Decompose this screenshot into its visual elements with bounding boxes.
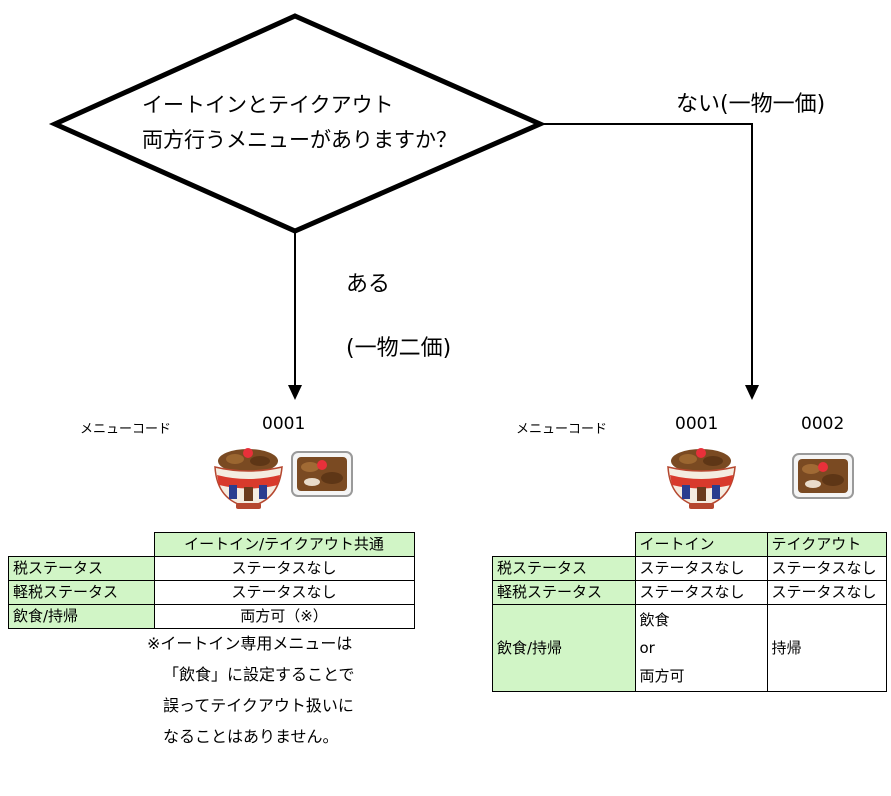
table-header-takeout: テイクアウト	[766, 532, 887, 557]
branch-yes-label-2: (一物二価)	[346, 336, 452, 361]
cell-value: ステータスなし	[766, 556, 887, 581]
row-label: 税ステータス	[8, 556, 155, 581]
footnote-line: なることはありません。	[163, 727, 339, 746]
table-row: 飲食/持帰 両方可（※）	[8, 604, 415, 629]
footnote: ※イートイン専用メニューは 「飲食」に設定することで 誤ってテイクアウト扱いに …	[147, 628, 355, 752]
connector-no	[540, 123, 753, 386]
table-header-eatin: イートイン	[634, 532, 768, 557]
row-label: 軽税ステータス	[492, 580, 636, 605]
row-label: 税ステータス	[492, 556, 636, 581]
table-row: 軽税ステータス ステータスなし ステータスなし	[492, 580, 887, 605]
cell-value: 両方可（※）	[153, 604, 415, 629]
arrowhead-yes	[288, 385, 302, 400]
right-menu-code-label: メニューコード	[516, 422, 608, 437]
table-row: イートイン テイクアウト	[493, 532, 887, 557]
left-menu-code-label: メニューコード	[80, 422, 172, 437]
left-status-table: イートイン/テイクアウト共通 税ステータス ステータスなし 軽税ステータス ステ…	[8, 532, 415, 629]
table-corner	[9, 533, 155, 557]
cell-value-takeout: 持帰	[766, 604, 887, 692]
row-label: 飲食/持帰	[8, 604, 155, 629]
footnote-line: 誤ってテイクアウト扱いに	[163, 696, 354, 715]
row-label: 軽税ステータス	[8, 580, 155, 605]
gyudon-takeout-box-icon	[291, 451, 353, 497]
table-row: 飲食/持帰 飲食 or 両方可 持帰	[492, 604, 887, 692]
cell-value: ステータスなし	[766, 580, 887, 605]
right-menu-code-1: 0001	[675, 414, 719, 434]
gyudon-bowl-icon	[214, 448, 283, 509]
cell-value: ステータスなし	[634, 556, 768, 581]
branch-no-label: ない(一物一価)	[676, 92, 826, 117]
table-corner	[493, 533, 636, 557]
cell-value: ステータスなし	[634, 580, 768, 605]
left-menu-code: 0001	[262, 414, 306, 434]
right-status-table: イートイン テイクアウト 税ステータス ステータスなし ステータスなし 軽税ステ…	[492, 532, 887, 692]
cell-value-eatin: 飲食 or 両方可	[634, 604, 768, 692]
gyudon-bowl-icon	[667, 448, 736, 509]
cell-line: 両方可	[639, 667, 685, 685]
arrowhead-no	[745, 385, 759, 400]
table-row: 税ステータス ステータスなし ステータスなし	[492, 556, 887, 581]
table-header-common: イートイン/テイクアウト共通	[153, 532, 415, 557]
gyudon-takeout-box-icon	[792, 453, 854, 499]
footnote-line: 「飲食」に設定することで	[163, 665, 355, 684]
footnote-line: ※イートイン専用メニューは	[147, 634, 353, 653]
right-menu-code-2: 0002	[801, 414, 845, 434]
table-row: イートイン/テイクアウト共通	[9, 532, 415, 557]
cell-value: ステータスなし	[153, 580, 415, 605]
cell-line: 飲食	[639, 611, 670, 629]
decision-text-line1: イートインとテイクアウト	[142, 93, 394, 117]
cell-line: or	[639, 639, 655, 657]
row-label: 飲食/持帰	[492, 604, 636, 692]
decision-text-line2: 両方行うメニューがありますか？	[142, 128, 457, 152]
cell-value: ステータスなし	[153, 556, 415, 581]
branch-yes-label-1: ある	[346, 272, 391, 297]
table-row: 税ステータス ステータスなし	[8, 556, 415, 581]
table-row: 軽税ステータス ステータスなし	[8, 580, 415, 605]
